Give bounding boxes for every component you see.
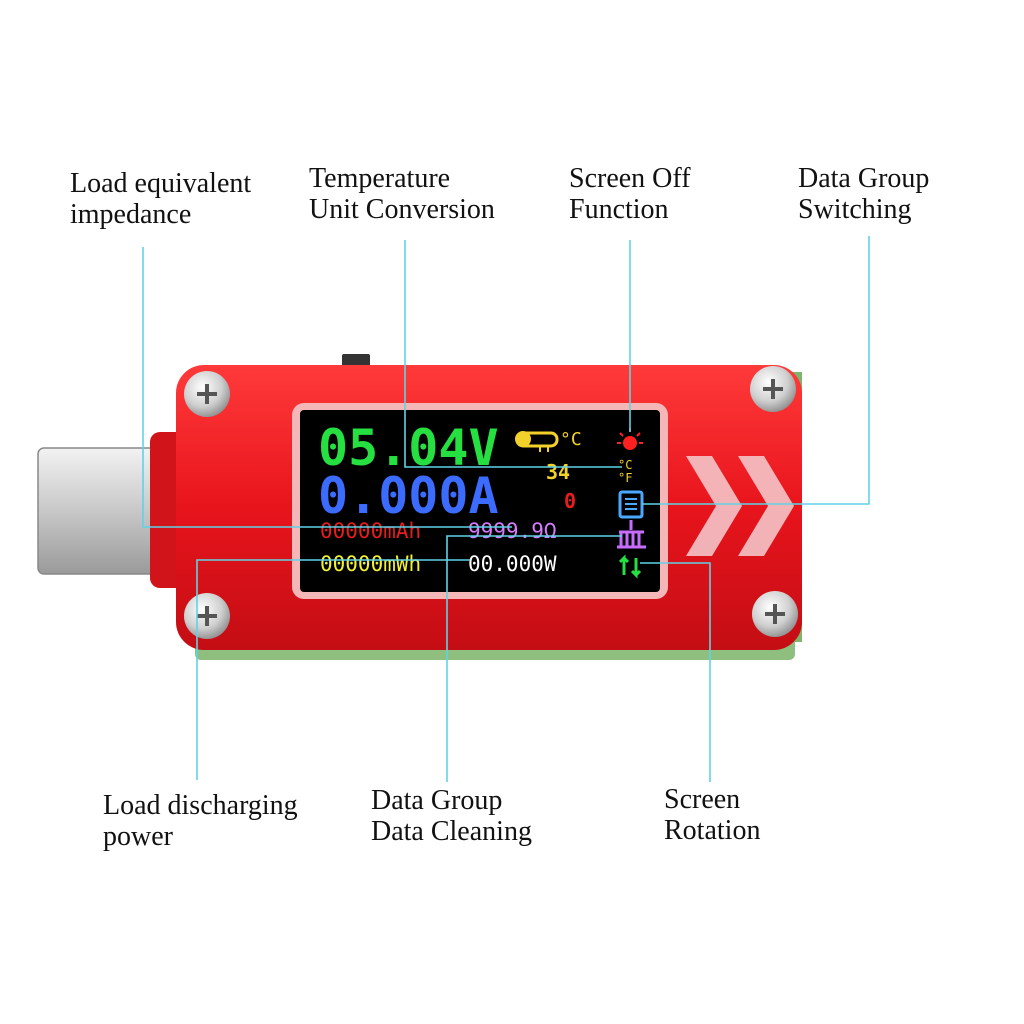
temp-unit-c-icon[interactable]: °C (618, 458, 633, 472)
label-screen-off: Screen Off Function (569, 163, 691, 225)
label-line: Screen Off (569, 163, 691, 194)
energy-readout: 00000mWh (320, 552, 422, 576)
label-rotation: Screen Rotation (664, 784, 760, 846)
capacity-readout: 00000mAh (320, 519, 422, 543)
temp-unit-f-icon[interactable]: °F (618, 471, 633, 485)
label-line: Load discharging (103, 790, 298, 821)
label-line: Temperature (309, 163, 451, 194)
usb-c-plug (37, 447, 169, 575)
label-group-clean: Data Group Data Cleaning (371, 785, 532, 847)
label-line: Function (569, 194, 669, 225)
label-group-switch: Data Group Switching (798, 163, 929, 225)
label-line: Switching (798, 194, 912, 225)
label-line: Data Group (798, 163, 930, 194)
label-line: Data Cleaning (371, 816, 532, 847)
temperature-unit: °C (560, 429, 582, 450)
power-readout: 00.000W (468, 552, 557, 576)
label-line: Screen (664, 784, 741, 815)
screw-icon (184, 371, 230, 417)
label-load-impedance: Load equivalent impedance (70, 168, 251, 230)
label-discharge-power: Load discharging power (103, 790, 298, 852)
screw-icon (184, 593, 230, 639)
current-readout: 0.000A (318, 467, 499, 525)
label-line: Unit Conversion (309, 194, 495, 225)
label-temp-unit: Temperature Unit Conversion (309, 163, 495, 225)
impedance-readout: 9999.9Ω (468, 519, 557, 543)
label-line: Rotation (664, 815, 761, 846)
data-group-number: 0 (564, 489, 577, 513)
label-line: impedance (70, 199, 192, 230)
temperature-value: 34 (546, 460, 571, 484)
label-line: Load equivalent (70, 168, 252, 199)
label-line: Data Group (371, 785, 503, 816)
screw-icon (752, 591, 798, 637)
label-line: power (103, 821, 173, 852)
screw-icon (750, 366, 796, 412)
